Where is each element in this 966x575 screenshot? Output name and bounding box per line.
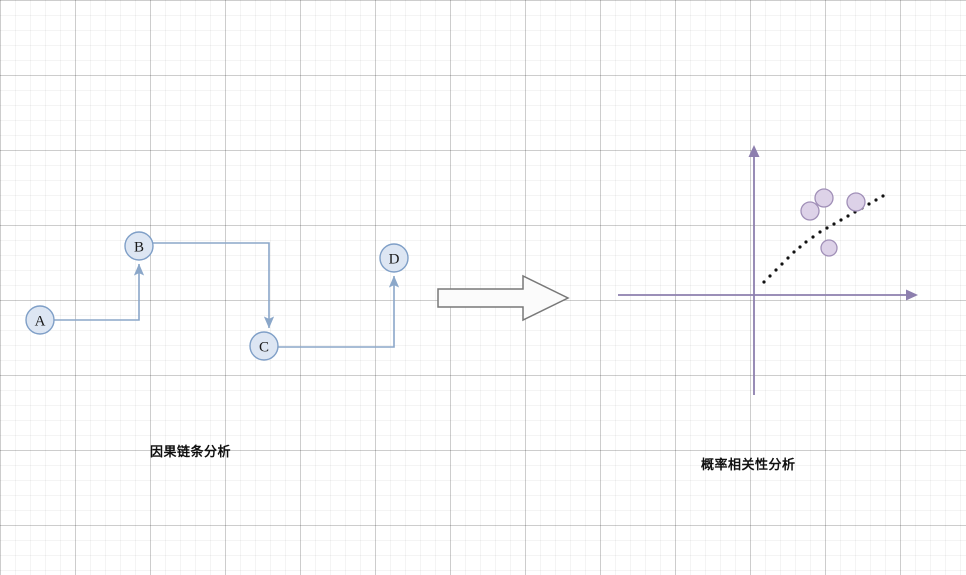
trend-dot xyxy=(874,198,878,202)
scatter-point[interactable] xyxy=(820,239,838,257)
node-c-shape[interactable] xyxy=(249,331,279,361)
caption-probability-correlation: 概率相关性分析 xyxy=(701,457,796,472)
node-b-shape[interactable] xyxy=(124,231,154,261)
flow-node-c[interactable]: C xyxy=(249,331,279,361)
trend-dot xyxy=(792,250,796,254)
trend-dot xyxy=(825,226,829,230)
node-a-shape[interactable] xyxy=(25,305,55,335)
edge-a-to-b xyxy=(54,263,145,321)
trend-dot xyxy=(839,218,843,222)
flow-node-a[interactable]: A xyxy=(25,305,55,335)
node-a-label: A xyxy=(35,314,46,330)
block-arrow-right-icon xyxy=(437,274,570,322)
x-axis-arrowhead-icon xyxy=(906,289,918,301)
trend-dot xyxy=(867,202,871,206)
trend-dot xyxy=(846,214,850,218)
flow-node-b[interactable]: B xyxy=(124,231,154,261)
trend-dot xyxy=(881,194,885,198)
node-c-label: C xyxy=(259,340,269,356)
node-d-label: D xyxy=(389,252,400,268)
node-b-label: B xyxy=(134,240,144,256)
trend-dot xyxy=(774,268,778,272)
edge-b-to-c xyxy=(153,242,275,329)
trend-dot xyxy=(798,245,802,249)
trend-dot xyxy=(832,222,836,226)
trend-dot xyxy=(786,256,790,260)
trend-line-dotted xyxy=(762,194,885,284)
trend-dot xyxy=(762,280,766,284)
scatter-points xyxy=(800,188,866,257)
transform-arrow xyxy=(437,274,570,322)
y-axis-arrowhead-icon xyxy=(748,145,760,157)
caption-causal-chain: 因果链条分析 xyxy=(150,444,232,459)
scatter-plot xyxy=(618,145,918,395)
node-d-shape[interactable] xyxy=(379,243,409,273)
trend-dot xyxy=(804,240,808,244)
trend-dot xyxy=(780,262,784,266)
scatter-point[interactable] xyxy=(846,192,866,212)
edge-c-to-d xyxy=(278,275,400,348)
trend-dot xyxy=(818,230,822,234)
flow-node-d[interactable]: D xyxy=(379,243,409,273)
plot-axes xyxy=(618,153,910,395)
trend-dot xyxy=(811,235,815,239)
flowchart-nodes: A B C D xyxy=(25,231,409,361)
flowchart-edges xyxy=(54,242,400,348)
trend-dot xyxy=(768,274,772,278)
scatter-point[interactable] xyxy=(800,201,820,221)
scatter-point[interactable] xyxy=(814,188,834,208)
